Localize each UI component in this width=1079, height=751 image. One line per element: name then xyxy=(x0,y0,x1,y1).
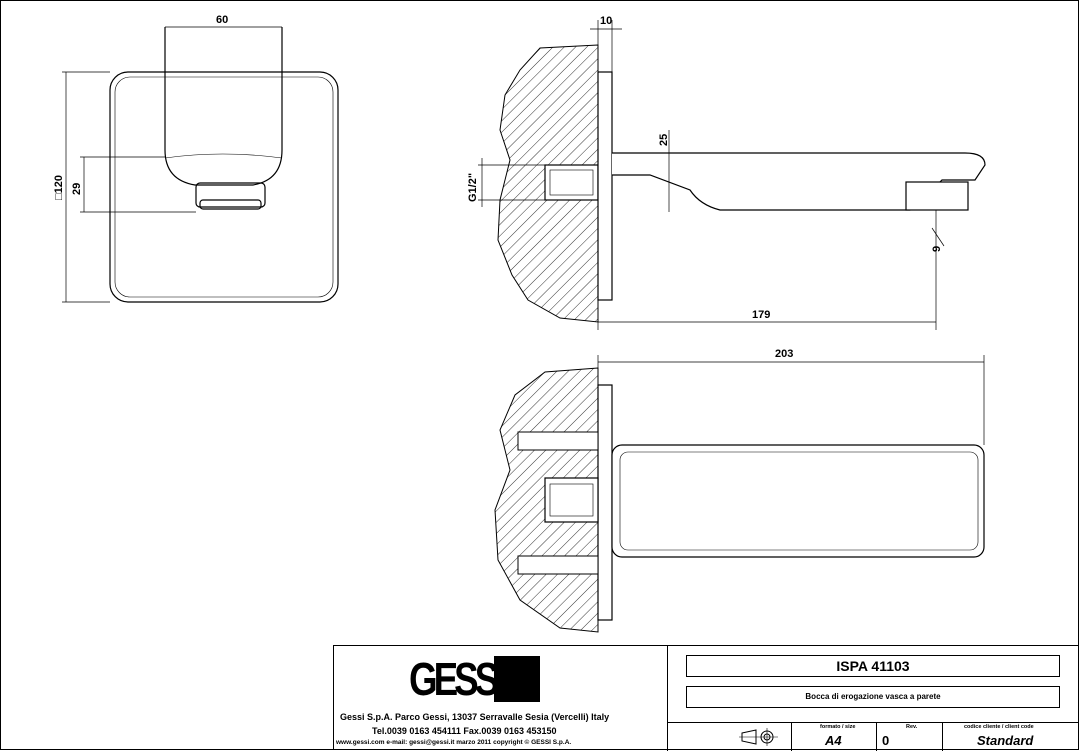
dim-width: 60 xyxy=(216,14,228,26)
dim-plate-thickness: 10 xyxy=(600,15,612,27)
projection-symbol-icon xyxy=(739,728,778,746)
gessi-logo: GESSI xyxy=(409,653,505,705)
format-label: formato / size xyxy=(820,724,856,730)
code-box: ISPA 41103 xyxy=(686,655,1060,677)
dim-nozzle-height: 29 xyxy=(71,183,83,195)
dim-total-length: 203 xyxy=(775,348,793,360)
dim-projection: 179 xyxy=(752,309,770,321)
front-view xyxy=(62,26,339,303)
dim-spout-height: 25 xyxy=(658,134,670,146)
title-block: GESSI Gessi S.p.A. Parco Gessi, 13037 Se… xyxy=(333,645,1079,751)
product-code: ISPA 41103 xyxy=(836,658,910,674)
company-footer: www.gessi.com e-mail: gessi@gessi.it mar… xyxy=(336,739,572,746)
company-panel: GESSI Gessi S.p.A. Parco Gessi, 13037 Se… xyxy=(334,646,667,751)
rev-label: Rev. xyxy=(906,724,918,730)
format-value: A4 xyxy=(825,733,842,748)
client-code-value: Standard xyxy=(977,733,1034,748)
logo-square xyxy=(494,656,540,702)
rev-value: 0 xyxy=(882,733,890,748)
dim-nozzle: 9 xyxy=(931,246,943,252)
plan-view xyxy=(494,355,985,633)
company-phone: Tel.0039 0163 454111 Fax.0039 0163 45315… xyxy=(372,726,557,736)
product-description: Bocca di erogazione vasca a parete xyxy=(805,692,941,701)
dim-plate-size: □120 xyxy=(53,175,65,200)
client-code-label: codice cliente / client code xyxy=(964,724,1034,730)
side-view xyxy=(478,20,986,330)
dim-thread: G1/2" xyxy=(467,173,479,202)
company-address: Gessi S.p.A. Parco Gessi, 13037 Serraval… xyxy=(340,712,610,722)
description-box: Bocca di erogazione vasca a parete xyxy=(686,686,1060,708)
